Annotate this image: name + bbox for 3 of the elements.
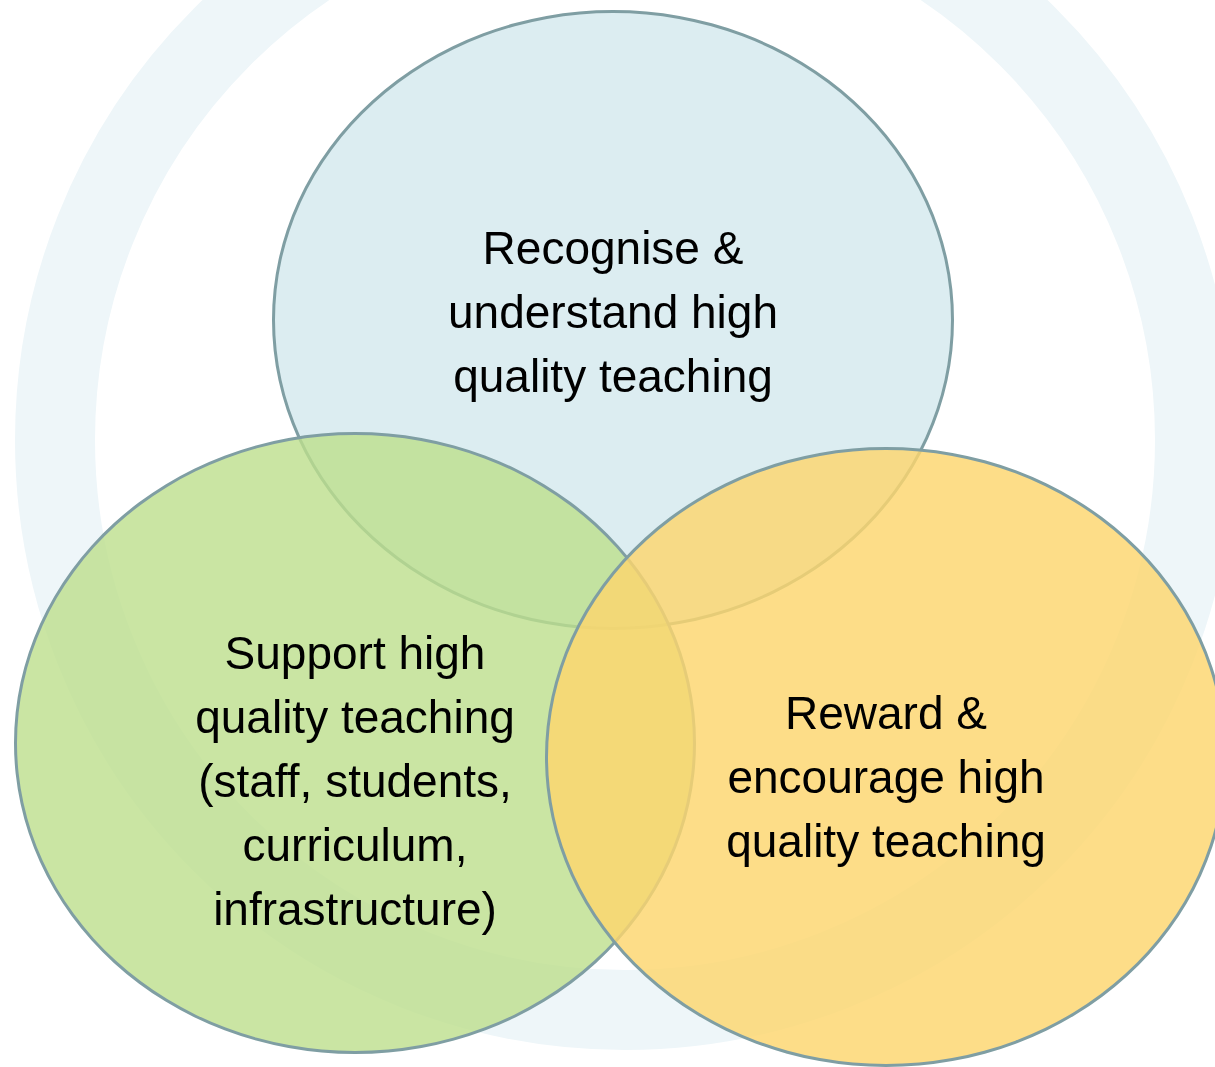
circle-label: Reward & encourage high quality teaching [725, 686, 1047, 869]
circle-label: Recognise & understand high quality teaching [447, 221, 779, 404]
circle-label: Support high quality teaching (staff, students, curriculum, infrastructure) [194, 626, 516, 937]
